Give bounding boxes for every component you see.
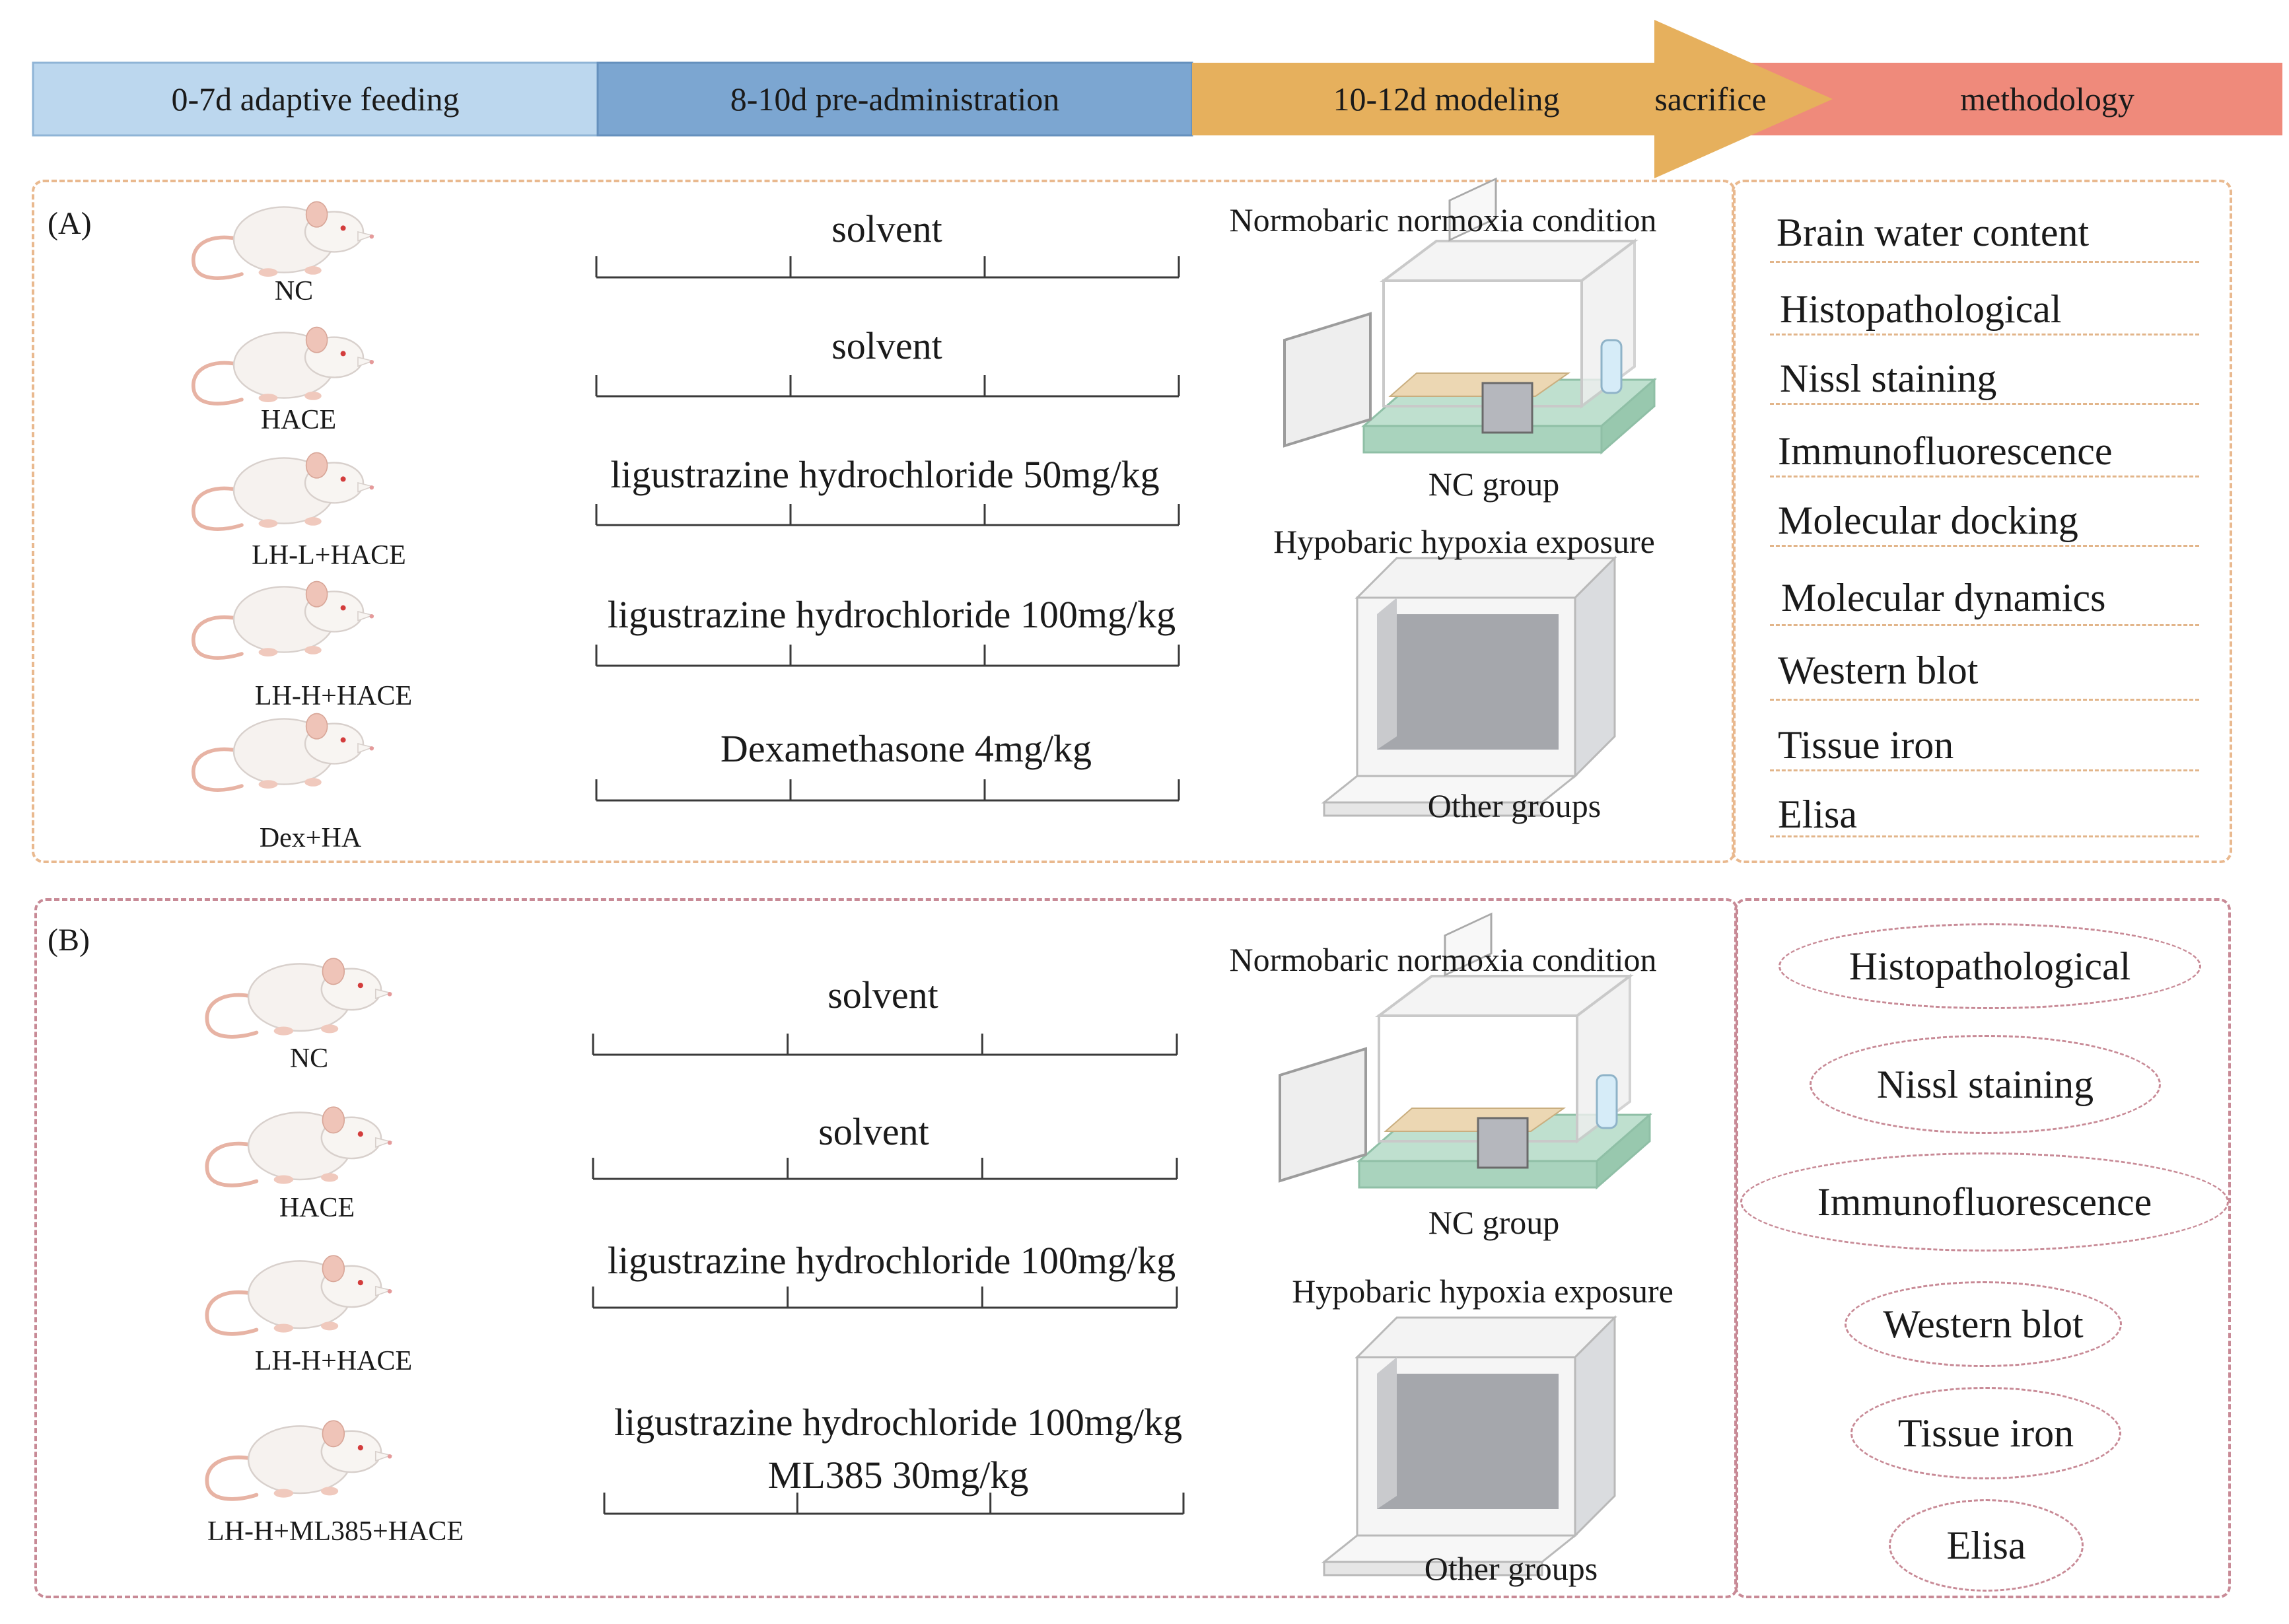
phase-bar-modeling <box>1192 63 1654 135</box>
method-a-divider <box>1770 699 2199 701</box>
treatment-ml385-b-1: ligustrazine hydrochloride 100mg/kg <box>614 1401 1183 1444</box>
treatment-ml385-b-2: ML385 30mg/kg <box>767 1454 1029 1497</box>
normoxia-chamber-icon <box>1283 177 1657 455</box>
hypoxia-chamber-icon <box>1321 555 1617 817</box>
method-a-divider <box>1770 476 2199 477</box>
panel-b-tag: (B) <box>48 923 90 958</box>
treatment-lhh-b: ligustrazine hydrochloride 100mg/kg <box>607 1239 1176 1282</box>
dosing-scale <box>595 504 1180 526</box>
normoxia-title-b: Normobaric normoxia condition <box>1229 941 1657 978</box>
group-label-hace-a: HACE <box>260 405 337 435</box>
hypoxia-group-b: Other groups <box>1424 1550 1598 1587</box>
method-a-divider <box>1770 403 2199 405</box>
method-a-elisa: Elisa <box>1778 793 1857 836</box>
method-b-tissue-iron: Tissue iron <box>1850 1387 2121 1479</box>
group-label-lhh-b: LH-H+HACE <box>254 1346 413 1376</box>
method-a-divider <box>1770 545 2199 547</box>
method-a-brain-water: Brain water content <box>1777 211 2090 254</box>
normoxia-group-b: NC group <box>1428 1204 1560 1241</box>
method-a-divider <box>1770 835 2199 837</box>
phase-label-adaptive: 0-7d adaptive feeding <box>171 81 460 118</box>
treatment-lhl-a: ligustrazine hydrochloride 50mg/kg <box>610 453 1160 496</box>
panel-b-methods-frame <box>1734 898 2231 1598</box>
method-a-docking: Molecular docking <box>1778 499 2078 542</box>
treatment-nc-b: solvent <box>828 973 938 1016</box>
panel-a-frame <box>32 180 1736 863</box>
hypoxia-title-b: Hypobaric hypoxia exposure <box>1292 1273 1673 1310</box>
group-label-nc-b: NC <box>289 1043 329 1074</box>
method-a-divider <box>1770 624 2199 626</box>
method-a-divider <box>1770 334 2199 335</box>
method-a-nissl: Nissl staining <box>1780 357 1997 400</box>
phase-label-modeling: 10-12d modeling <box>1333 81 1560 118</box>
method-a-divider <box>1770 769 2199 771</box>
rat-icon <box>192 713 375 792</box>
timeline-banner <box>32 20 2282 178</box>
treatment-nc-a: solvent <box>831 207 942 250</box>
rat-icon <box>205 1106 393 1187</box>
phase-label-methodology: methodology <box>1960 81 2134 118</box>
treatment-lhh-a: ligustrazine hydrochloride 100mg/kg <box>607 593 1176 636</box>
method-a-western: Western blot <box>1778 649 1979 692</box>
normoxia-chamber-icon <box>1279 912 1652 1190</box>
dosing-scale <box>595 645 1180 667</box>
rat-icon <box>192 201 375 280</box>
normoxia-group-a: NC group <box>1428 466 1560 503</box>
method-a-dynamics: Molecular dynamics <box>1781 576 2106 619</box>
group-label-lhl-a: LH-L+HACE <box>252 540 406 571</box>
rat-icon <box>192 452 375 531</box>
rat-icon <box>205 1255 393 1336</box>
method-a-histopath: Histopathological <box>1780 287 2062 331</box>
sacrifice-arrow <box>1638 20 1833 178</box>
dosing-scale <box>595 779 1180 802</box>
normoxia-title-a: Normobaric normoxia condition <box>1229 201 1657 238</box>
treatment-dex-a: Dexamethasone 4mg/kg <box>720 727 1092 770</box>
dosing-scale <box>592 1158 1178 1180</box>
method-a-divider <box>1770 261 2199 263</box>
phase-bar-adaptive <box>32 61 599 137</box>
group-label-lhh-a: LH-H+HACE <box>254 681 413 711</box>
method-b-western: Western blot <box>1845 1281 2122 1367</box>
dosing-scale <box>603 1493 1185 1515</box>
dosing-scale <box>592 1287 1178 1309</box>
phase-bar-preadmin <box>596 61 1193 137</box>
method-b-immuno: Immunofluorescence <box>1740 1152 2229 1252</box>
phase-label-sacrifice: sacrifice <box>1654 81 1767 118</box>
dosing-scale <box>592 1034 1178 1056</box>
method-b-histopath: Histopathological <box>1778 923 2201 1009</box>
dosing-scale <box>595 375 1180 398</box>
hypoxia-group-a: Other groups <box>1427 787 1602 824</box>
rat-icon <box>192 326 375 406</box>
hypoxia-title-a: Hypobaric hypoxia exposure <box>1273 523 1655 560</box>
rat-icon <box>192 581 375 660</box>
treatment-hace-b: solvent <box>818 1110 929 1153</box>
method-a-immuno: Immunofluorescence <box>1778 429 2113 473</box>
treatment-hace-a: solvent <box>831 324 942 367</box>
method-b-nissl: Nissl staining <box>1810 1035 2161 1134</box>
dosing-scale <box>595 256 1180 279</box>
rat-icon <box>205 958 393 1039</box>
panel-a-tag: (A) <box>48 206 92 241</box>
hypoxia-chamber-icon <box>1321 1315 1617 1576</box>
group-label-ml385-b: LH-H+ML385+HACE <box>207 1516 464 1547</box>
method-b-elisa: Elisa <box>1889 1499 2084 1592</box>
method-a-tissue-iron: Tissue iron <box>1778 723 1954 767</box>
rat-icon <box>205 1420 393 1501</box>
phase-label-preadmin: 8-10d pre-administration <box>730 81 1060 118</box>
group-label-dex-a: Dex+HA <box>259 823 362 853</box>
group-label-hace-b: HACE <box>279 1193 355 1223</box>
panel-a-methods-frame <box>1732 180 2232 863</box>
group-label-nc-a: NC <box>274 276 314 306</box>
panel-b-frame <box>34 898 1738 1598</box>
